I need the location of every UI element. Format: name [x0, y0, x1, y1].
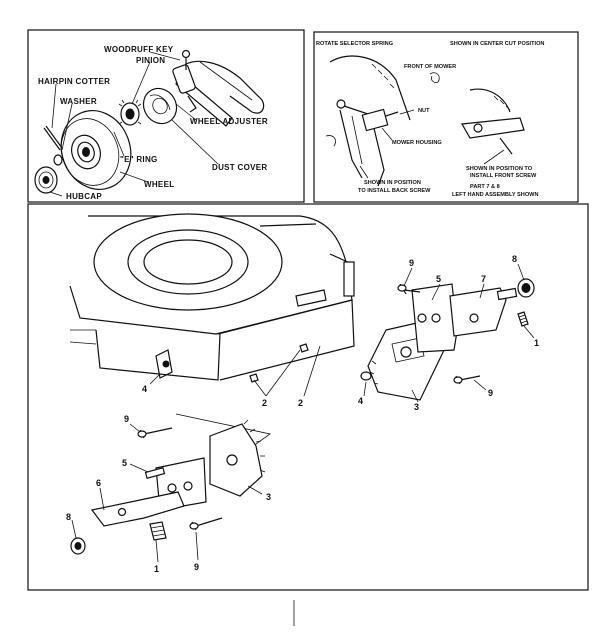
callout-5-right: 5 — [436, 274, 441, 284]
callout-1-right: 1 — [534, 338, 539, 348]
right-adjuster-assembly-drawing — [360, 278, 535, 401]
label-nut: NUT — [418, 108, 430, 114]
label-washer: WASHER — [60, 97, 97, 106]
label-rotate-selector-spring: ROTATE SELECTOR SPRING — [316, 41, 393, 47]
label-woodruff-key: WOODRUFF KEY — [104, 45, 174, 54]
callout-2-a: 2 — [262, 398, 267, 408]
main-callout-leaders — [71, 263, 535, 563]
label-wheel-adjuster: WHEEL ADJUSTER — [190, 117, 268, 126]
label-pinion: PINION — [136, 56, 165, 65]
label-shown-center-cut: SHOWN IN CENTER CUT POSITION — [450, 41, 544, 47]
hairpin-cotter-drawing — [43, 125, 63, 151]
label-dust-cover: DUST COVER — [212, 163, 267, 172]
callout-9-left-bottom: 9 — [194, 562, 199, 572]
panel-wheel-assembly: WOODRUFF KEY PINION HAIRPIN COTTER WASHE… — [27, 29, 305, 203]
callout-5-left: 5 — [122, 458, 127, 468]
wheel-adjuster-drawing — [172, 49, 265, 127]
callout-2-b: 2 — [298, 398, 303, 408]
callout-6: 6 — [96, 478, 101, 488]
label-shown-install-back-2: TO INSTALL BACK SCREW — [358, 188, 431, 194]
callout-7: 7 — [481, 274, 486, 284]
mower-deck-drawing — [69, 213, 355, 383]
callout-4-left: 4 — [142, 384, 147, 394]
label-mower-housing: MOWER HOUSING — [392, 140, 442, 146]
label-shown-install-front-2: INSTALL FRONT SCREW — [470, 173, 537, 179]
panel-selector-spring-border — [313, 31, 579, 203]
label-part-note-2: LEFT HAND ASSEMBLY SHOWN — [452, 192, 539, 198]
selector-spring-front-drawing — [429, 72, 525, 155]
label-e-ring: "E" RING — [120, 155, 158, 164]
selector-spring-back-drawing — [325, 55, 411, 187]
label-front-of-mower: FRONT OF MOWER — [404, 64, 456, 70]
callout-8-right: 8 — [512, 254, 517, 264]
callout-3-right: 3 — [414, 402, 419, 412]
left-adjuster-assembly-drawing — [70, 413, 271, 555]
label-hubcap: HUBCAP — [66, 192, 102, 201]
callout-4-right: 4 — [358, 396, 363, 406]
washer-drawing — [53, 154, 63, 166]
label-part-note-1: PART 7 & 8 — [470, 184, 500, 190]
panel-selector-spring: ROTATE SELECTOR SPRING SHOWN IN CENTER C… — [313, 31, 579, 203]
dust-cover-drawing — [142, 87, 178, 125]
wheel-drawing — [60, 110, 132, 190]
callout-3-left: 3 — [266, 492, 271, 502]
callout-1-left: 1 — [154, 564, 159, 574]
callout-9-right-top: 9 — [409, 258, 414, 268]
pinion-drawing — [118, 99, 142, 126]
label-shown-install-front-1: SHOWN IN POSITION TO — [466, 166, 533, 172]
label-shown-install-back-1: SHOWN IN POSITION — [364, 180, 421, 186]
panel-wheel-assembly-leaders — [49, 51, 219, 197]
label-hairpin-cotter: HAIRPIN COTTER — [38, 77, 110, 86]
panel-wheel-assembly-border — [27, 29, 305, 203]
label-wheel: WHEEL — [144, 180, 174, 189]
panel-main-border — [27, 203, 589, 591]
panel-height-adjuster-exploded: 9 5 7 8 1 3 9 4 4 2 2 9 5 3 6 8 1 9 — [27, 203, 589, 591]
callout-9-left-top: 9 — [124, 414, 129, 424]
hubcap-drawing — [34, 166, 58, 194]
callout-9-right-bottom: 9 — [488, 388, 493, 398]
callout-8-left: 8 — [66, 512, 71, 522]
panel-selector-spring-leaders — [359, 109, 505, 179]
